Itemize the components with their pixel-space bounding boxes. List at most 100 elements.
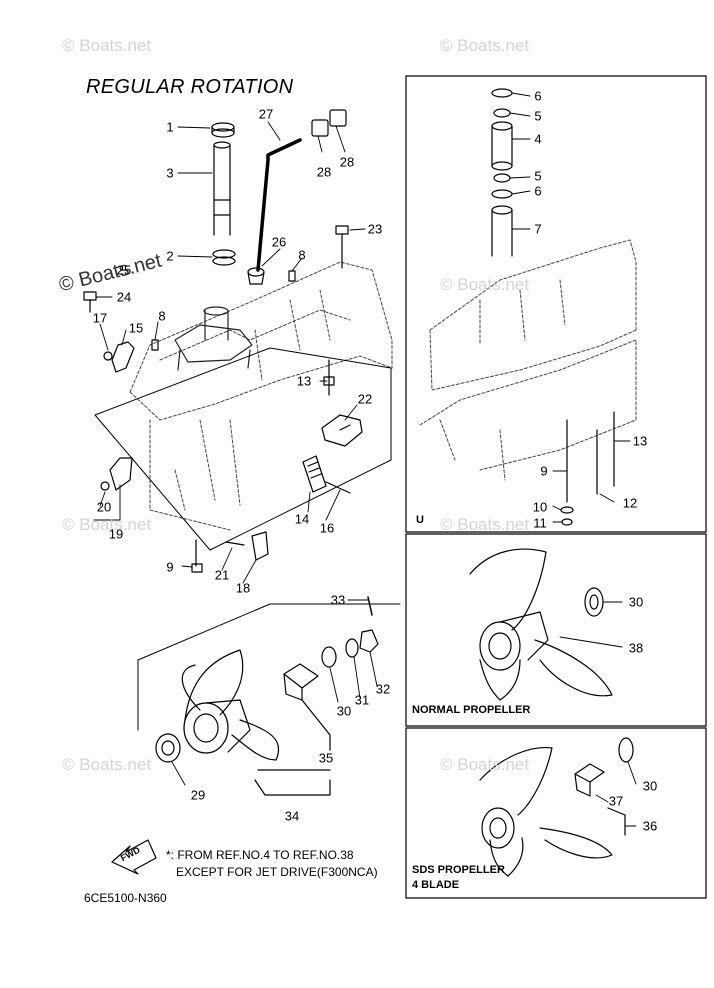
- part-8-dowel-a: [288, 270, 296, 282]
- callout-29[interactable]: 29: [190, 787, 206, 803]
- callout-34[interactable]: 34: [284, 808, 300, 824]
- callout-12[interactable]: 12: [622, 495, 638, 511]
- callout-28[interactable]: 28: [339, 154, 355, 170]
- callout-37[interactable]: 37: [608, 793, 624, 809]
- callout-4[interactable]: 4: [534, 131, 542, 147]
- callout-28[interactable]: 28: [316, 164, 332, 180]
- upper-parts-stack: [491, 88, 513, 257]
- callout-23[interactable]: 23: [367, 221, 383, 237]
- part-24-screw: [83, 291, 97, 313]
- callout-10[interactable]: 10: [532, 499, 548, 515]
- callout-22[interactable]: 22: [357, 391, 373, 407]
- callout-18[interactable]: 18: [235, 580, 251, 596]
- callout-24[interactable]: 24: [116, 289, 132, 305]
- callout-7[interactable]: 7: [534, 221, 542, 237]
- part-22-anode: [321, 414, 363, 447]
- callout-31[interactable]: 31: [354, 692, 370, 708]
- upper-panel-label: U: [416, 514, 424, 526]
- callout-15[interactable]: 15: [128, 320, 144, 336]
- part-1-seal: [211, 122, 235, 138]
- note-line-1: *: FROM REF.NO.4 TO REF.NO.38: [166, 848, 354, 862]
- callout-13[interactable]: 13: [296, 373, 312, 389]
- s-part-30-washer: [618, 737, 634, 763]
- callout-20[interactable]: 20: [96, 499, 112, 515]
- bracket-36: [607, 807, 626, 836]
- callout-30[interactable]: 30: [628, 594, 644, 610]
- sds-propeller-drawing: [479, 746, 613, 877]
- part-8-dowel-b: [151, 339, 159, 351]
- sds-propeller-blade-count: 4 BLADE: [412, 879, 460, 891]
- u-part-10-washer: [560, 506, 574, 514]
- callout-8[interactable]: 8: [298, 247, 306, 263]
- callout-9[interactable]: 9: [166, 559, 174, 575]
- callout-9[interactable]: 9: [540, 463, 548, 479]
- note-line-2: EXCEPT FOR JET DRIVE(F300NCA): [176, 865, 378, 879]
- callout-11[interactable]: 11: [533, 515, 547, 531]
- upper-casing-panel-frame: [405, 75, 707, 533]
- group-bracket-lines: [94, 347, 401, 731]
- u-part-7: [491, 209, 513, 257]
- part-29-spacer: [155, 733, 181, 763]
- sds-propeller-label: SDS PROPELLER: [412, 864, 505, 876]
- callout-17[interactable]: 17: [92, 310, 108, 326]
- callout-2[interactable]: 2: [166, 248, 174, 264]
- fwd-arrow-icon: [111, 839, 157, 875]
- part-35-bushing: [283, 663, 319, 701]
- callout-26[interactable]: 26: [271, 234, 287, 250]
- water-pump-assembly: [174, 306, 253, 371]
- bracket-34: [254, 779, 331, 796]
- u-part-6b: [491, 189, 513, 199]
- callout-25[interactable]: 25: [116, 262, 132, 278]
- callout-16[interactable]: 16: [319, 520, 335, 536]
- callout-6[interactable]: 6: [534, 183, 542, 199]
- callout-36[interactable]: 36: [642, 818, 658, 834]
- watermark: © Boats.net: [62, 515, 152, 534]
- sds-propeller-panel-frame: [405, 727, 707, 899]
- callout-32[interactable]: 32: [375, 681, 391, 697]
- part-27-tube: [256, 138, 302, 272]
- s-part-37-bushing: [574, 763, 605, 797]
- leader-lines: [93, 92, 637, 827]
- n-part-30-washer: [584, 587, 604, 617]
- part-16-screw: [325, 481, 351, 494]
- bracket-35: [257, 699, 331, 771]
- callout-8[interactable]: 8: [158, 308, 166, 324]
- callout-38[interactable]: 38: [628, 640, 644, 656]
- callout-3[interactable]: 3: [166, 165, 174, 181]
- part-28-grommets: [311, 109, 347, 137]
- part-20-nut: [100, 481, 110, 491]
- callout-5[interactable]: 5: [534, 168, 542, 184]
- part-2-grommet: [212, 249, 236, 266]
- diagram-title: REGULAR ROTATION: [86, 76, 294, 98]
- part-31-washer: [345, 638, 359, 658]
- u-part-4: [491, 125, 513, 167]
- callout-19[interactable]: 19: [108, 526, 124, 542]
- callout-30[interactable]: 30: [642, 778, 658, 794]
- callout-5[interactable]: 5: [534, 108, 542, 124]
- callout-35[interactable]: 35: [318, 750, 334, 766]
- u-part-5b: [493, 173, 511, 183]
- part-32-nut: [359, 629, 379, 653]
- part-19-plate: [109, 457, 133, 491]
- watermark: © Boats.net: [440, 755, 530, 774]
- watermark: © Boats.net: [440, 275, 530, 294]
- part-13-bolt: [323, 359, 335, 396]
- part-30-washer: [321, 646, 337, 668]
- watermark: © Boats.net: [440, 515, 530, 534]
- diagram-code: 6CE5100-N360: [84, 891, 167, 905]
- u-part-6a: [491, 88, 513, 98]
- part-17-bolt: [103, 351, 113, 361]
- callout-13[interactable]: 13: [632, 433, 648, 449]
- u-part-11-nut: [561, 518, 573, 526]
- callout-6[interactable]: 6: [534, 88, 542, 104]
- part-33-cotter-pin: [367, 596, 373, 616]
- callout-30[interactable]: 30: [336, 703, 352, 719]
- u-part-5a: [493, 108, 511, 118]
- normal-propeller-panel-frame: [405, 533, 707, 727]
- callout-27[interactable]: 27: [258, 106, 274, 122]
- callout-14[interactable]: 14: [294, 511, 310, 527]
- callout-21[interactable]: 21: [214, 567, 230, 583]
- callout-1[interactable]: 1: [166, 119, 174, 135]
- callout-33[interactable]: 33: [330, 592, 346, 608]
